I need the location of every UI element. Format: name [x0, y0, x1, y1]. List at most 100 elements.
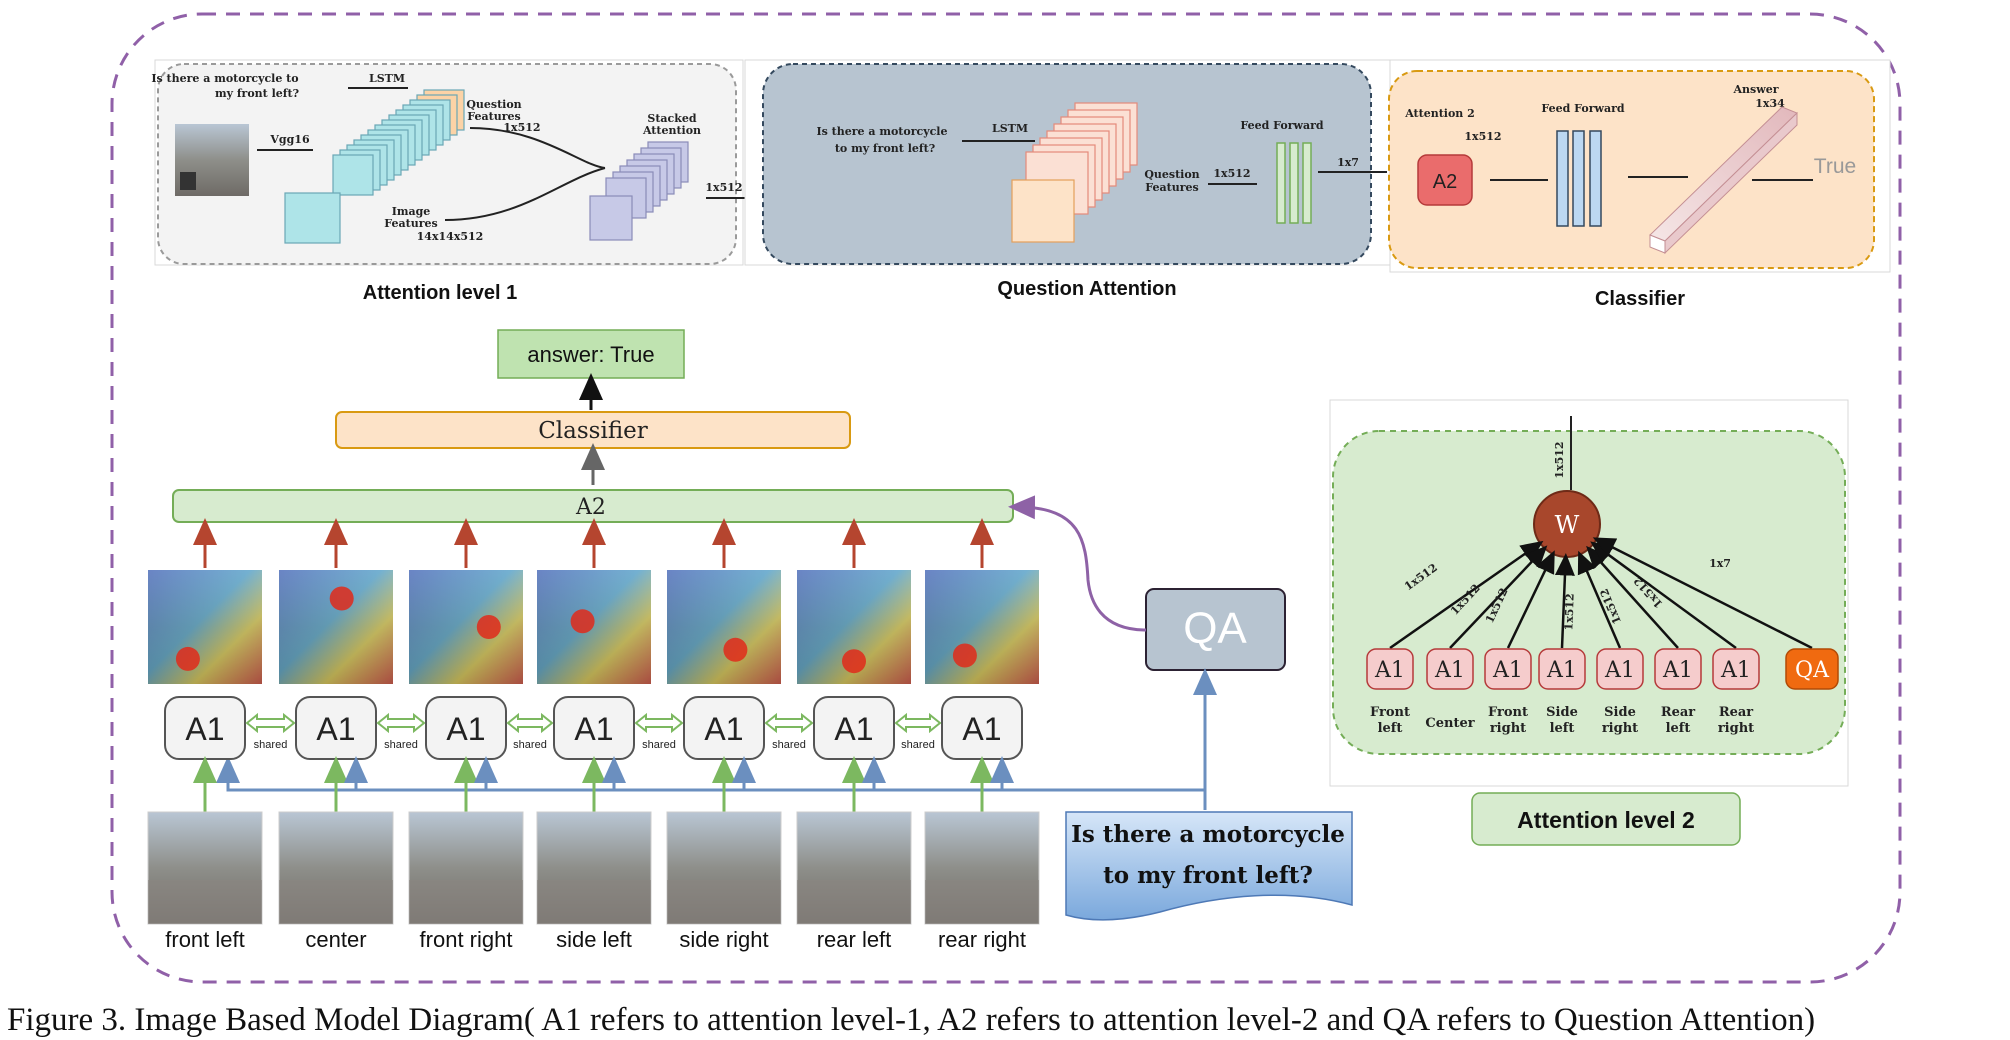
att1-image-dim: 14x14x512 [417, 230, 484, 243]
att2-node-label: right [1490, 721, 1526, 736]
att2-a1-text: A1 [1604, 658, 1635, 683]
view-label: side left [556, 927, 632, 952]
cls-answer-dim: 1x34 [1755, 97, 1785, 110]
att1-stacked-2: Attention [642, 124, 701, 137]
att2-node-label: left [1550, 721, 1575, 736]
att2-qa-edge [1592, 537, 1813, 650]
att2-qa-dim: 1x7 [1709, 557, 1731, 570]
att2-a1-text: A1 [1374, 658, 1405, 683]
question-bus-line [216, 756, 1207, 810]
cls-a2-node [1417, 154, 1473, 206]
att2-qa-box [1785, 648, 1839, 690]
heatmap-overlay [148, 570, 262, 684]
a1-node-label: A1 [574, 711, 613, 747]
shared-label: shared [642, 739, 676, 751]
qa-panel-dim2: 1x7 [1337, 156, 1359, 169]
heatmap-hotspot [476, 615, 501, 639]
classifier-title: Classifier [1595, 288, 1685, 310]
outer-dashed-frame [110, 12, 1902, 984]
view-label: front right [420, 927, 513, 952]
attention-level-2-title: Attention level 2 [1517, 807, 1695, 833]
qa-panel-question-features-1: Question [1144, 168, 1199, 181]
qa-panel-question-1: Is there a motorcycle [817, 125, 948, 138]
figure-caption: Figure 3. Image Based Model Diagram( A1 … [7, 1002, 1815, 1038]
cls-attention2-label: Attention 2 [1404, 107, 1475, 120]
att1-lstm-label: LSTM [369, 72, 405, 85]
att1-image-features-2: Features [384, 217, 437, 230]
cls-feed-forward-layers [1556, 130, 1602, 227]
heatmap-hotspot [952, 643, 977, 668]
att2-node-label: Center [1425, 716, 1474, 731]
heatmap-hotspot [329, 586, 354, 611]
cls-answer-bar [1649, 106, 1798, 255]
question-line-2: to my front left? [1103, 862, 1313, 889]
view-label: side right [679, 927, 768, 952]
att2-qa-node: QA 1x7 [1592, 537, 1839, 690]
view-column-1: A1 front left shared [147, 518, 296, 952]
shared-label: shared [513, 739, 547, 751]
att2-a1-box [1596, 648, 1644, 690]
att2-node-label: Rear [1719, 705, 1753, 720]
attention-level-1-panel: Is there a motorcycle to my front left? … [151, 59, 755, 304]
qa-panel-question-features-2: Features [1145, 181, 1198, 194]
input-photo-road [409, 880, 523, 924]
view-label: rear right [938, 927, 1026, 952]
a1-node-label: A1 [962, 711, 1001, 747]
att2-qa-text: QA [1795, 658, 1830, 683]
question-line-1: Is there a motorcycle [1071, 821, 1345, 848]
att1-question-dim: 1x512 [503, 121, 540, 134]
att2-edge [1554, 552, 1575, 649]
att2-a1-text: A1 [1492, 658, 1523, 683]
shared-weights-arrow: shared [634, 712, 684, 751]
att1-question-line2: my front left? [215, 87, 299, 100]
view-label: front left [165, 927, 244, 952]
att2-a1-text: A1 [1662, 658, 1693, 683]
input-photo-road [148, 880, 262, 924]
att2-title-box [1471, 792, 1741, 846]
a1-node-label: A1 [446, 711, 485, 747]
question-attention-title: Question Attention [997, 278, 1176, 300]
shared-weights-arrow: shared [764, 712, 814, 751]
qa-box-text: QA [1183, 604, 1247, 653]
shared-label: shared [772, 739, 806, 751]
att1-stacked-1: Stacked [647, 112, 696, 125]
att2-a1-text: A1 [1720, 658, 1751, 683]
att2-a1-text: A1 [1546, 658, 1577, 683]
view-column-3: A1 front right shared [408, 518, 554, 952]
a1-node-label: A1 [704, 711, 743, 747]
att2-edge [1506, 550, 1555, 649]
qa-to-a2-arrow [1008, 495, 1147, 632]
att2-a1-box [1484, 648, 1532, 690]
att1-stacked-attention-stack [589, 141, 689, 241]
pipeline: answer: True Classifier A2 QA Is there a… [147, 329, 1353, 952]
att2-node-label: Rear [1661, 705, 1695, 720]
att2-node-label: Side [1546, 705, 1578, 720]
att2-node-label: Side [1604, 705, 1636, 720]
shared-weights-arrow: shared [506, 712, 554, 751]
heatmap-overlay [925, 570, 1039, 684]
qa-panel-lstm: LSTM [992, 122, 1028, 135]
shared-label: shared [254, 739, 288, 751]
att2-node-label: right [1602, 721, 1638, 736]
shared-weights-arrow: shared [245, 712, 296, 751]
input-photo-road [667, 880, 781, 924]
heatmap-overlay [279, 570, 393, 684]
att2-a1-box [1538, 648, 1586, 690]
att2-node-label: left [1378, 721, 1403, 736]
shared-label: shared [901, 739, 935, 751]
heatmap-hotspot [175, 646, 200, 671]
a2-bar-text: A2 [575, 495, 606, 520]
att2-w-text: W [1555, 511, 1580, 539]
a1-node-label: A1 [185, 711, 224, 747]
view-column-7: A1 rear right [924, 518, 1040, 952]
heatmap-hotspot [842, 649, 866, 674]
cls-dim: 1x512 [1464, 130, 1501, 143]
heatmap-overlay [537, 570, 651, 684]
att1-image-feature-stack [284, 89, 465, 244]
att2-edge [1389, 540, 1544, 650]
input-photo-road [797, 880, 911, 924]
